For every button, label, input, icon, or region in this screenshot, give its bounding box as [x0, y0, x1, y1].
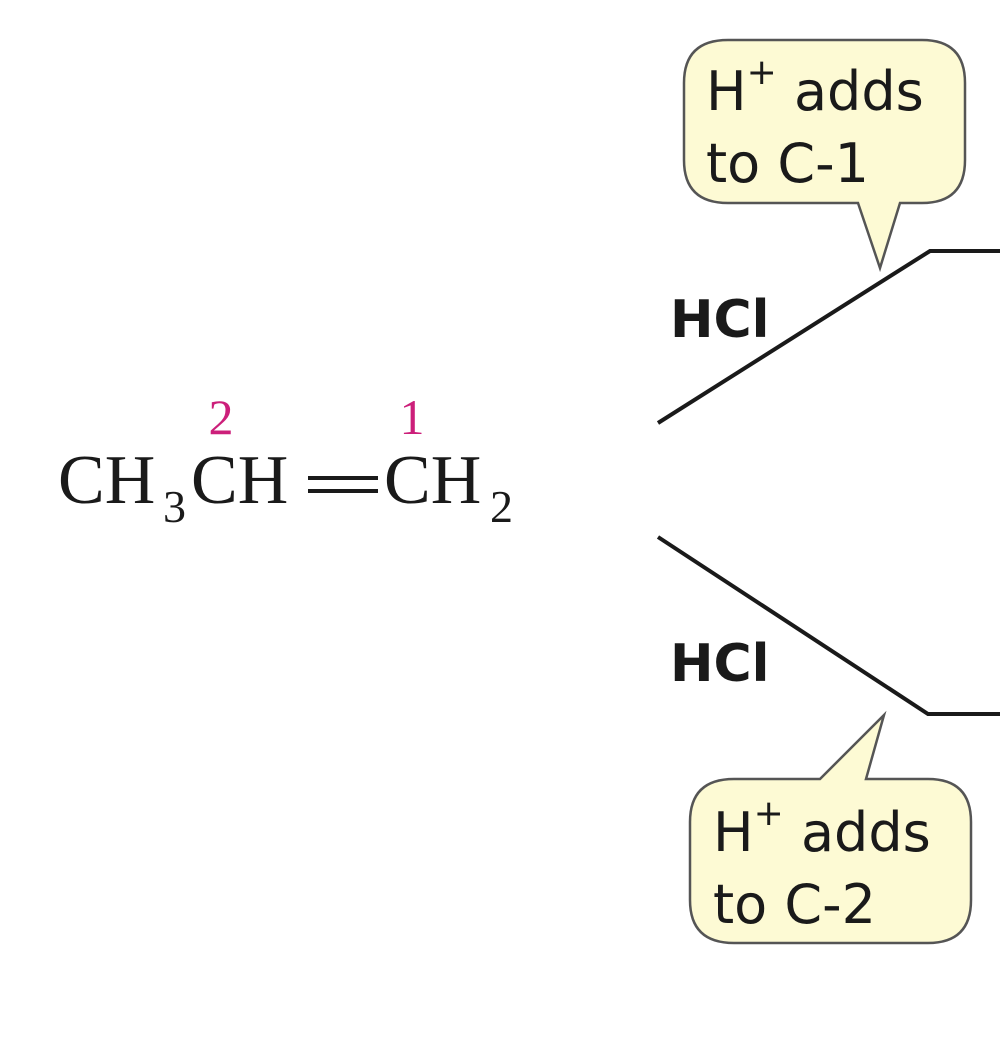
lower-callout: H+ adds to C-2 — [688, 710, 973, 945]
methyl-subscript-3: 3 — [163, 481, 186, 532]
lower-callout-plus: + — [754, 793, 784, 834]
lower-reaction-arrow-line — [656, 535, 1000, 716]
lower-reagent-hcl: HCl — [670, 634, 770, 694]
methine-group-ch: CH — [191, 442, 288, 519]
methylene-subscript-2: 2 — [490, 481, 513, 532]
propene-formula: 2 1 CH 3 CH CH 2 — [58, 389, 513, 532]
lower-callout-h: H — [713, 801, 754, 864]
upper-callout: H+ adds to C-1 — [682, 38, 967, 273]
carbon-number-2: 2 — [209, 389, 234, 445]
methyl-group-ch: CH — [58, 442, 155, 519]
lower-callout-adds: adds — [784, 801, 931, 864]
upper-callout-plus: + — [747, 52, 777, 93]
upper-callout-bubble — [682, 38, 967, 273]
upper-pathway: HCl — [656, 249, 1000, 425]
upper-reaction-arrow-line — [656, 249, 1000, 425]
upper-callout-line1: H+ adds — [706, 52, 924, 123]
methylene-group-ch: CH — [384, 442, 481, 519]
lower-callout-line2: to C-2 — [713, 873, 876, 936]
lower-pathway: HCl — [656, 535, 1000, 716]
carbon-number-1: 1 — [400, 389, 425, 445]
lower-callout-line1: H+ adds — [713, 793, 931, 864]
upper-callout-h: H — [706, 60, 747, 123]
upper-callout-adds: adds — [777, 60, 924, 123]
upper-callout-line2: to C-1 — [706, 132, 869, 195]
upper-reagent-hcl: HCl — [670, 290, 770, 350]
lower-callout-bubble — [688, 710, 973, 945]
